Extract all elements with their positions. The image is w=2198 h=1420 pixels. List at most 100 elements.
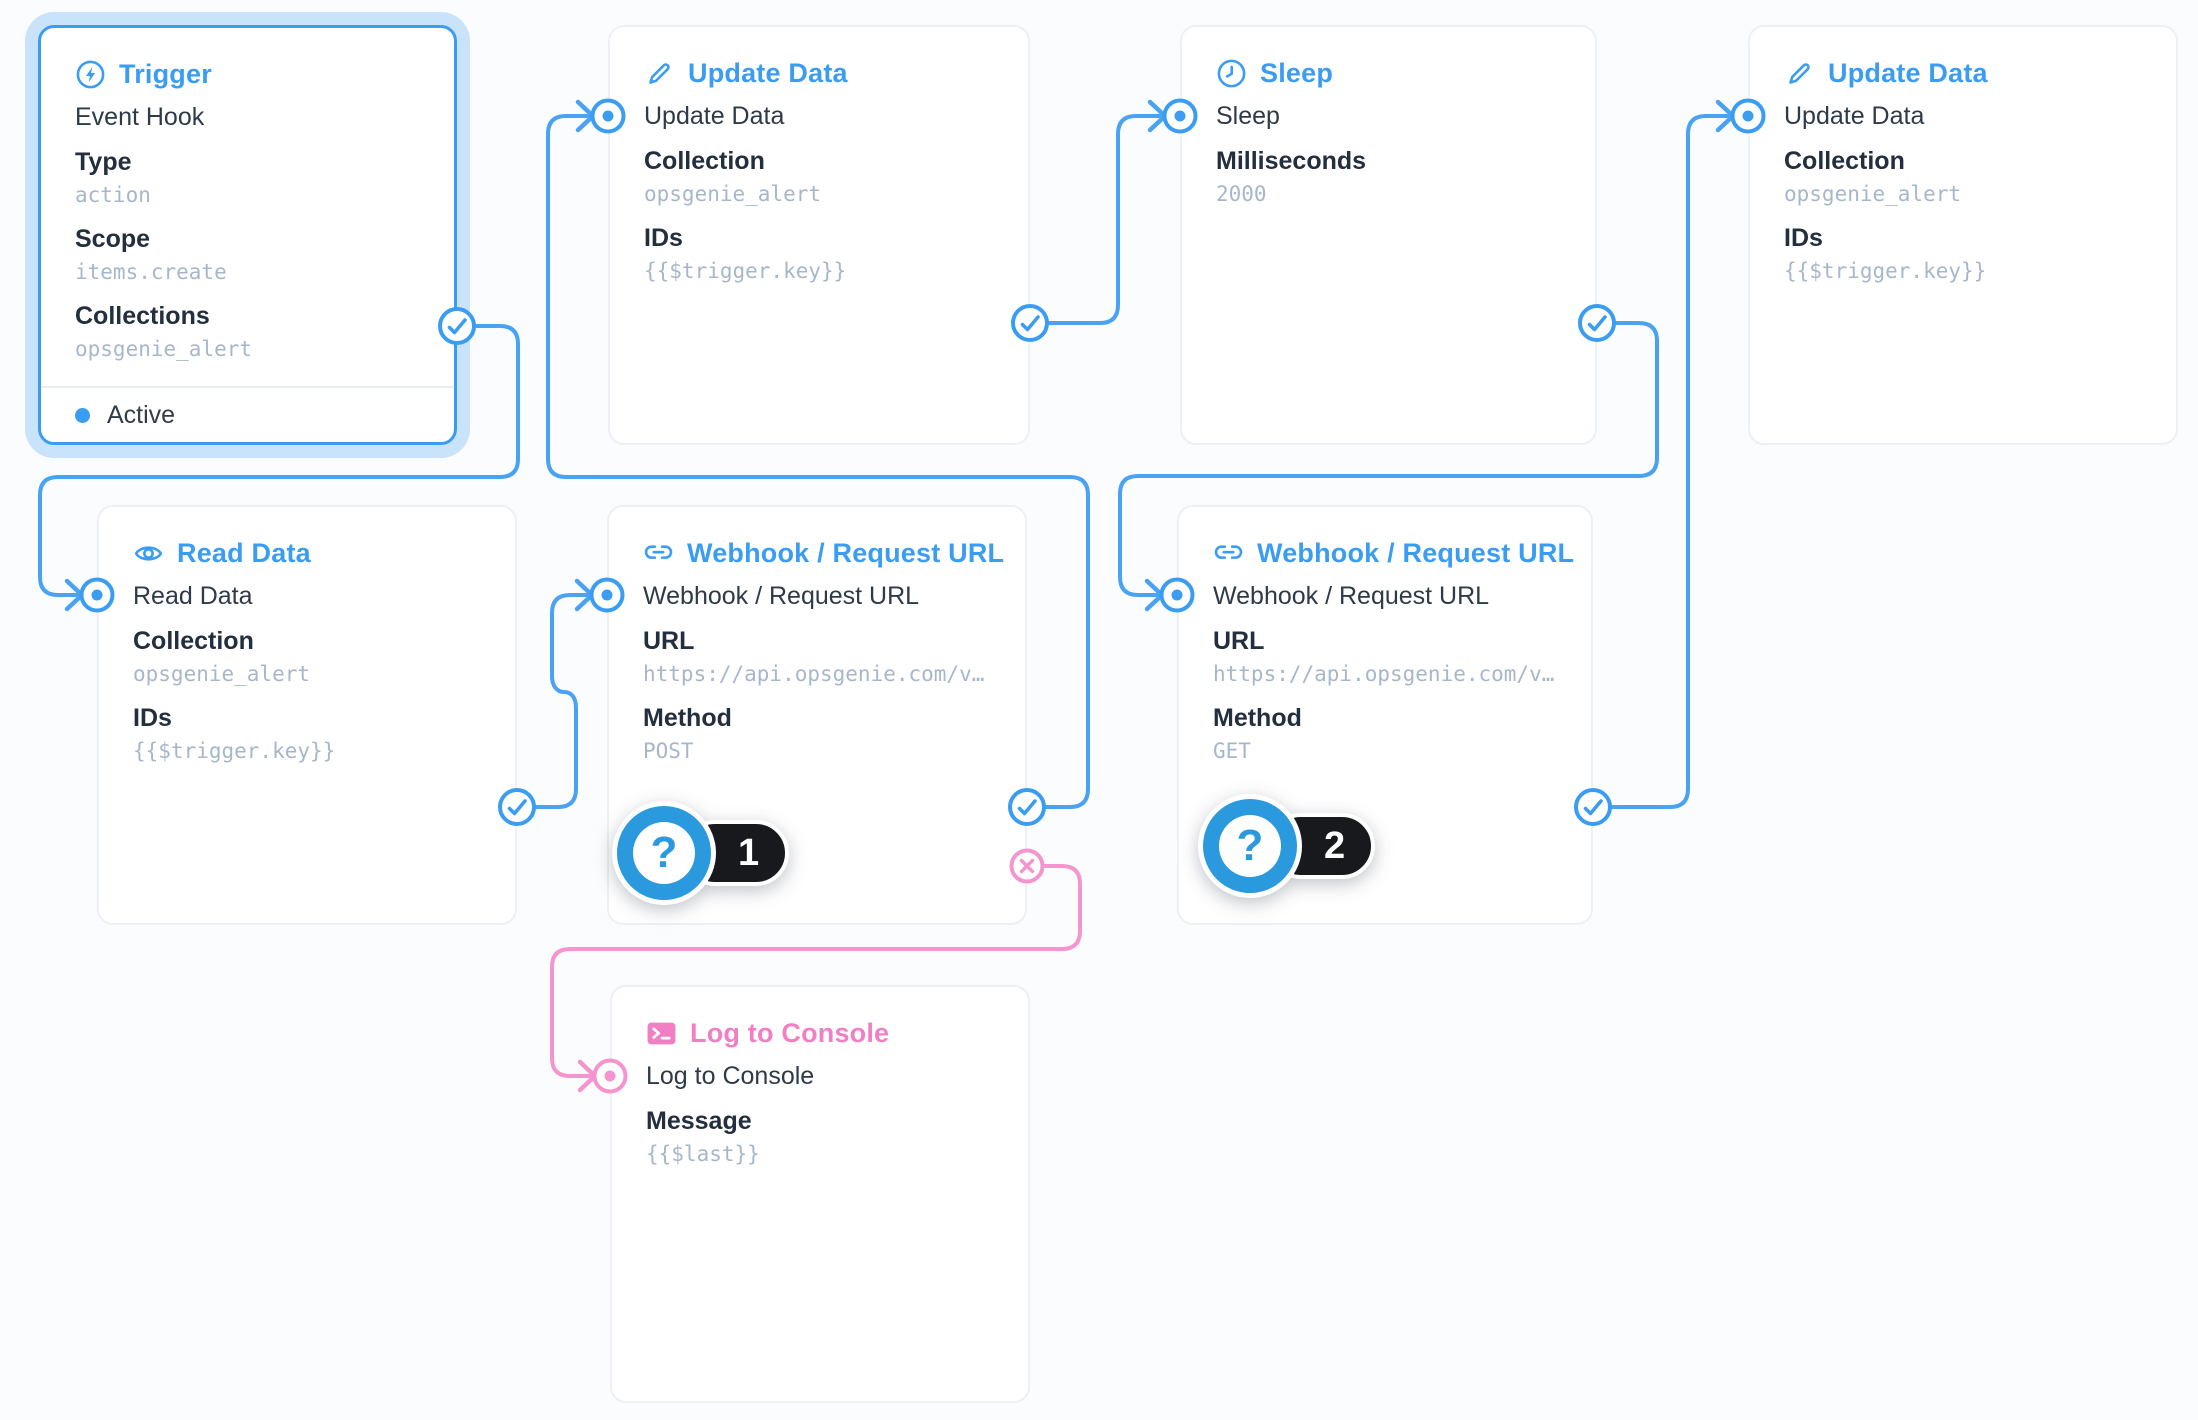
wire-webhook-1-to-update-data-1 — [546, 114, 1090, 809]
node-name: Event Hook — [75, 103, 205, 131]
node-header: Update Data — [1784, 27, 2142, 91]
wire-webhook-1-reject-to-log — [550, 864, 1082, 1078]
node-title: Read Data — [177, 537, 311, 568]
node-update-data-2[interactable]: Update Data Update Data Collection opsge… — [1748, 25, 2178, 445]
node-sleep[interactable]: Sleep Sleep Milliseconds 2000 — [1180, 25, 1597, 445]
field-value: 2000 — [1216, 182, 1267, 206]
field-label: Collection — [644, 147, 765, 175]
field-label: Milliseconds — [1216, 147, 1367, 175]
port-resolve-sleep[interactable] — [1578, 304, 1616, 342]
pencil-icon — [644, 58, 675, 89]
wire-trigger-to-read-data — [38, 324, 520, 597]
port-resolve-read-data[interactable] — [498, 788, 536, 826]
node-read-data[interactable]: Read Data Read Data Collection opsgenie_… — [97, 505, 517, 925]
port-input-log-to-console[interactable] — [592, 1058, 628, 1094]
node-name: Update Data — [1784, 102, 1925, 130]
terminal-icon — [646, 1018, 677, 1049]
field-value: {{$trigger.key}} — [1784, 259, 1987, 283]
pencil-icon — [1784, 58, 1815, 89]
badge-number: 2 — [1324, 825, 1346, 867]
field-value: opsgenie_alert — [1784, 182, 1962, 206]
port-input-update-data-1[interactable] — [590, 98, 626, 134]
field-value: opsgenie_alert — [644, 182, 822, 206]
field-label: IDs — [1784, 224, 1823, 252]
node-name: Webhook / Request URL — [1213, 582, 1490, 610]
node-header: Sleep — [1216, 27, 1561, 91]
clock-icon — [1216, 58, 1247, 89]
node-header: Log to Console — [646, 987, 994, 1051]
status-label: Active — [107, 400, 176, 429]
field-value: opsgenie_alert — [75, 337, 253, 361]
port-resolve-webhook-1[interactable] — [1008, 788, 1046, 826]
field-label: Method — [1213, 704, 1302, 732]
field-label: Scope — [75, 225, 151, 253]
field-value: https://api.opsgenie.com/v… — [1213, 662, 1555, 686]
field-label: IDs — [644, 224, 683, 252]
port-resolve-webhook-2[interactable] — [1574, 788, 1612, 826]
wire-update-data-1-to-sleep — [1045, 114, 1164, 325]
wire-webhook-2-to-update-data-2 — [1608, 114, 1732, 809]
field-value: {{$last}} — [646, 1142, 760, 1166]
annotation-badge-1: ? 1 — [612, 801, 790, 905]
field-label: Collection — [1784, 147, 1905, 175]
badge-number: 1 — [738, 832, 760, 874]
field-label: Message — [646, 1107, 752, 1135]
port-resolve-update-data-1[interactable] — [1011, 304, 1049, 342]
field-label: Type — [75, 148, 132, 176]
active-status-dot-icon — [75, 407, 90, 423]
port-input-webhook-2[interactable] — [1159, 577, 1195, 613]
node-title: Webhook / Request URL — [1257, 537, 1575, 568]
node-title: Update Data — [1828, 57, 1988, 88]
eye-icon — [133, 538, 164, 569]
node-header: Trigger — [75, 28, 420, 92]
field-value: POST — [643, 739, 694, 763]
node-trigger[interactable]: Trigger Event Hook Type action Scope ite… — [38, 25, 457, 445]
node-title: Sleep — [1260, 57, 1334, 88]
node-name: Sleep — [1216, 102, 1280, 130]
field-label: Collection — [133, 627, 254, 655]
field-label: Collections — [75, 302, 210, 330]
bolt-circle-icon — [75, 59, 106, 90]
node-header: Webhook / Request URL — [1213, 507, 1574, 571]
wire-read-data-to-webhook-1 — [532, 593, 591, 809]
question-avatar-icon: ? — [612, 801, 716, 905]
node-title: Webhook / Request URL — [687, 537, 1005, 568]
wire-sleep-to-webhook-2 — [1118, 321, 1659, 597]
field-value: https://api.opsgenie.com/v… — [643, 662, 985, 686]
field-value: {{$trigger.key}} — [644, 259, 847, 283]
node-name: Webhook / Request URL — [643, 582, 920, 610]
annotation-badge-2: ? 2 — [1198, 794, 1376, 898]
node-header: Update Data — [644, 27, 994, 91]
node-title: Log to Console — [690, 1017, 890, 1048]
field-value: {{$trigger.key}} — [133, 739, 336, 763]
node-title: Update Data — [688, 57, 848, 88]
port-input-webhook-1[interactable] — [589, 577, 625, 613]
node-update-data-1[interactable]: Update Data Update Data Collection opsge… — [608, 25, 1030, 445]
port-input-read-data[interactable] — [79, 577, 115, 613]
node-name: Read Data — [133, 582, 253, 610]
field-value: GET — [1213, 739, 1251, 763]
node-header: Webhook / Request URL — [643, 507, 1004, 571]
node-name: Log to Console — [646, 1062, 815, 1090]
field-label: IDs — [133, 704, 172, 732]
node-log-to-console[interactable]: Log to Console Log to Console Message {{… — [610, 985, 1030, 1403]
field-value: action — [75, 183, 151, 207]
node-header: Read Data — [133, 507, 481, 571]
question-avatar-icon: ? — [1198, 794, 1302, 898]
port-input-update-data-2[interactable] — [1730, 98, 1766, 134]
trigger-status-row: Active — [41, 386, 454, 442]
node-title: Trigger — [119, 58, 212, 89]
question-glyph: ? — [1236, 821, 1264, 870]
port-reject-webhook-1[interactable] — [1009, 848, 1045, 884]
port-input-sleep[interactable] — [1162, 98, 1198, 134]
field-label: Method — [643, 704, 732, 732]
field-value: items.create — [75, 260, 227, 284]
node-name: Update Data — [644, 102, 785, 130]
field-value: opsgenie_alert — [133, 662, 311, 686]
port-resolve-trigger[interactable] — [438, 307, 476, 345]
question-glyph: ? — [650, 828, 678, 877]
field-label: URL — [1213, 627, 1265, 655]
link-icon — [643, 538, 674, 569]
